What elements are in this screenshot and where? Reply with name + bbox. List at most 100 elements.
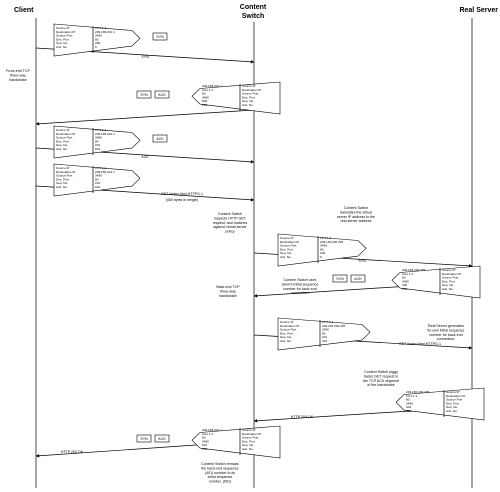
packet-outline xyxy=(53,125,141,159)
field-value: 451 xyxy=(406,409,411,413)
field-label: Ack. No. xyxy=(442,287,454,291)
field-value: 201 xyxy=(95,181,100,185)
note-line: real server address xyxy=(341,219,372,223)
field-label: Destination IP xyxy=(242,432,261,436)
note-line: against virtual server xyxy=(213,225,247,229)
note-line: connection. xyxy=(437,337,455,341)
note-line: Content Switch uses xyxy=(284,278,317,282)
field-value: 80 xyxy=(95,139,99,143)
field-value: 0 xyxy=(320,255,322,259)
field-value: 80 xyxy=(95,37,99,41)
label-http-ok-2: HTTP 200 OK xyxy=(61,450,84,454)
note-line: translates the virtual xyxy=(340,210,372,214)
field-value: 10.1.1.1 xyxy=(320,236,331,240)
field-label: Seq. No. xyxy=(56,41,68,45)
field-value: 80 xyxy=(402,276,406,280)
field-value: 10.1.1.1 xyxy=(402,272,413,276)
field-label: Source Port xyxy=(280,244,296,248)
packet-outline xyxy=(191,425,281,459)
field-value: 10.1.1.1 xyxy=(95,26,106,30)
field-label: Source IP xyxy=(280,320,294,324)
field-label: Destination IP xyxy=(280,324,299,328)
field-value: 209.165.201.1 xyxy=(95,132,115,136)
field-label: Source Port xyxy=(242,436,258,440)
field-label: Destination IP xyxy=(56,132,75,136)
field-label: Destination IP xyxy=(446,394,465,398)
field-label: Source IP xyxy=(442,268,456,272)
note-line: number for back-end xyxy=(283,287,316,291)
note-line: initial sequence xyxy=(208,475,233,479)
field-label: Des. Port xyxy=(242,95,255,99)
field-value: 10.1.1.1 xyxy=(95,166,106,170)
client-header: Client xyxy=(14,7,34,14)
note-line: Content Switch piggy xyxy=(364,370,398,374)
field-value: 3456 xyxy=(95,174,102,178)
field-label: Ack. No. xyxy=(446,409,458,413)
field-value: 3456 xyxy=(202,95,209,99)
packet-outline xyxy=(395,387,485,421)
field-label: Des. Port xyxy=(242,439,255,443)
field-value: 3456 xyxy=(95,34,102,38)
field-value: 209.165.200.225 xyxy=(402,268,426,272)
field-value: 201 xyxy=(202,103,207,107)
field-value: 10.1.1.1 xyxy=(322,320,333,324)
note-line: its own initial sequence xyxy=(428,328,465,332)
field-value: 451 xyxy=(202,447,207,451)
label-syn-1: SYN xyxy=(141,55,149,59)
field-value: 10.1.1.1 xyxy=(406,394,417,398)
field-label: Source Port xyxy=(56,174,72,178)
field-value: 80 xyxy=(202,436,206,440)
field-label: Source Port xyxy=(446,398,462,402)
note-line: request, and matches xyxy=(213,221,248,225)
field-value: 401 xyxy=(322,339,327,343)
note-line: client's initial sequence xyxy=(282,282,319,286)
field-label: Destination IP xyxy=(242,88,261,92)
note-line: Real Server generates xyxy=(428,324,464,328)
field-label: Seq. No. xyxy=(56,143,68,147)
flag-tag-label: ACK xyxy=(158,437,166,441)
field-value: 209.165.200.225 xyxy=(322,324,346,328)
field-label: Seq. No. xyxy=(442,283,454,287)
field-label: Source IP xyxy=(280,236,294,240)
field-label: Destination IP xyxy=(56,30,75,34)
field-label: Source Port xyxy=(442,276,458,280)
note-line: Content Switch xyxy=(344,206,368,210)
field-value: 200 xyxy=(95,41,100,45)
field-label: Source IP xyxy=(56,128,70,132)
packet-outline xyxy=(277,233,367,267)
field-label: Seq. No. xyxy=(280,251,292,255)
note-line: Back-end TCP xyxy=(216,285,240,289)
note-line: inspects HTTP GET xyxy=(214,216,247,220)
field-label: Ack. No. xyxy=(56,147,68,151)
note-line: backs GET request in xyxy=(364,374,399,378)
note-line: the TCP ACK segment xyxy=(363,379,399,383)
content-switch-header-line2: Switch xyxy=(242,13,265,20)
field-value: 601 xyxy=(95,147,100,151)
flag-tag xyxy=(152,134,168,143)
field-value: 10.1.1.1 xyxy=(202,88,213,92)
note-line: number. (601) xyxy=(209,480,231,484)
note-line: handshake xyxy=(219,294,237,298)
field-value: 0 xyxy=(95,45,97,49)
field-value: 3456 xyxy=(320,244,327,248)
note-line: Content Switch xyxy=(218,212,242,216)
note-line: three-way xyxy=(220,289,236,293)
field-label: Des. Port xyxy=(56,139,69,143)
field-value: 600 xyxy=(202,99,207,103)
field-value: 201 xyxy=(322,335,327,339)
field-label: Ack. No. xyxy=(242,103,254,107)
flag-tag xyxy=(154,434,170,443)
flag-tag xyxy=(332,274,348,283)
field-value: 209.165.200.225 xyxy=(406,390,430,394)
note-line: handshake xyxy=(9,78,27,82)
field-label: Seq. No. xyxy=(446,405,458,409)
field-value: 80 xyxy=(95,177,99,181)
